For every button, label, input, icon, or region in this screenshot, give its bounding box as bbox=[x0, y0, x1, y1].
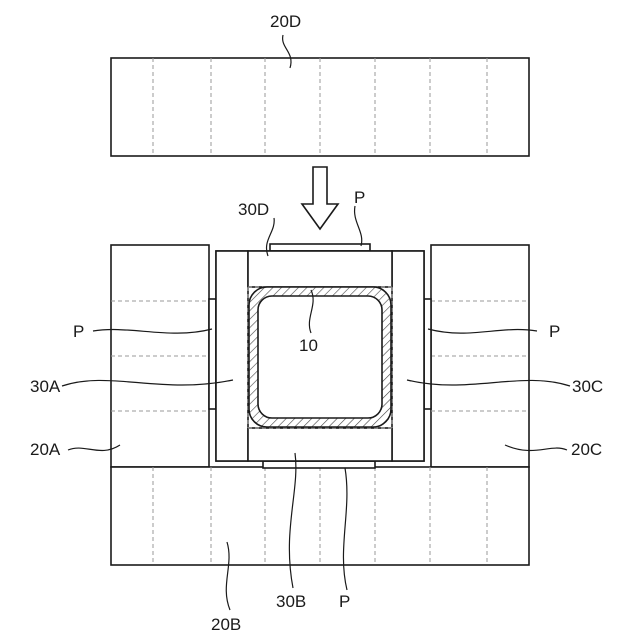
die-20a bbox=[111, 245, 209, 467]
label-20d: 20D bbox=[270, 12, 301, 31]
label-p-left: P bbox=[73, 322, 84, 341]
label-30d: 30D bbox=[238, 200, 269, 219]
label-10: 10 bbox=[299, 336, 318, 355]
insert-30d bbox=[248, 251, 392, 287]
pad-left bbox=[209, 299, 216, 409]
workpiece-10 bbox=[249, 287, 391, 427]
label-20c: 20C bbox=[571, 440, 602, 459]
label-p-right: P bbox=[549, 322, 560, 341]
label-p-bottom: P bbox=[339, 592, 350, 611]
pad-bottom bbox=[263, 461, 375, 468]
insert-30a bbox=[216, 251, 248, 461]
insert-30c bbox=[392, 251, 424, 461]
label-30a: 30A bbox=[30, 377, 61, 396]
die-20c bbox=[431, 245, 529, 467]
label-30c: 30C bbox=[572, 377, 603, 396]
label-20a: 20A bbox=[30, 440, 61, 459]
label-30b: 30B bbox=[276, 592, 306, 611]
die-20b bbox=[111, 467, 529, 565]
label-20b: 20B bbox=[211, 615, 241, 634]
pad-right bbox=[424, 299, 431, 409]
down-arrow-icon bbox=[302, 167, 338, 229]
pad-top bbox=[270, 244, 370, 251]
die-20d bbox=[111, 58, 529, 156]
insert-30b bbox=[248, 428, 392, 461]
label-p-top: P bbox=[354, 188, 365, 207]
